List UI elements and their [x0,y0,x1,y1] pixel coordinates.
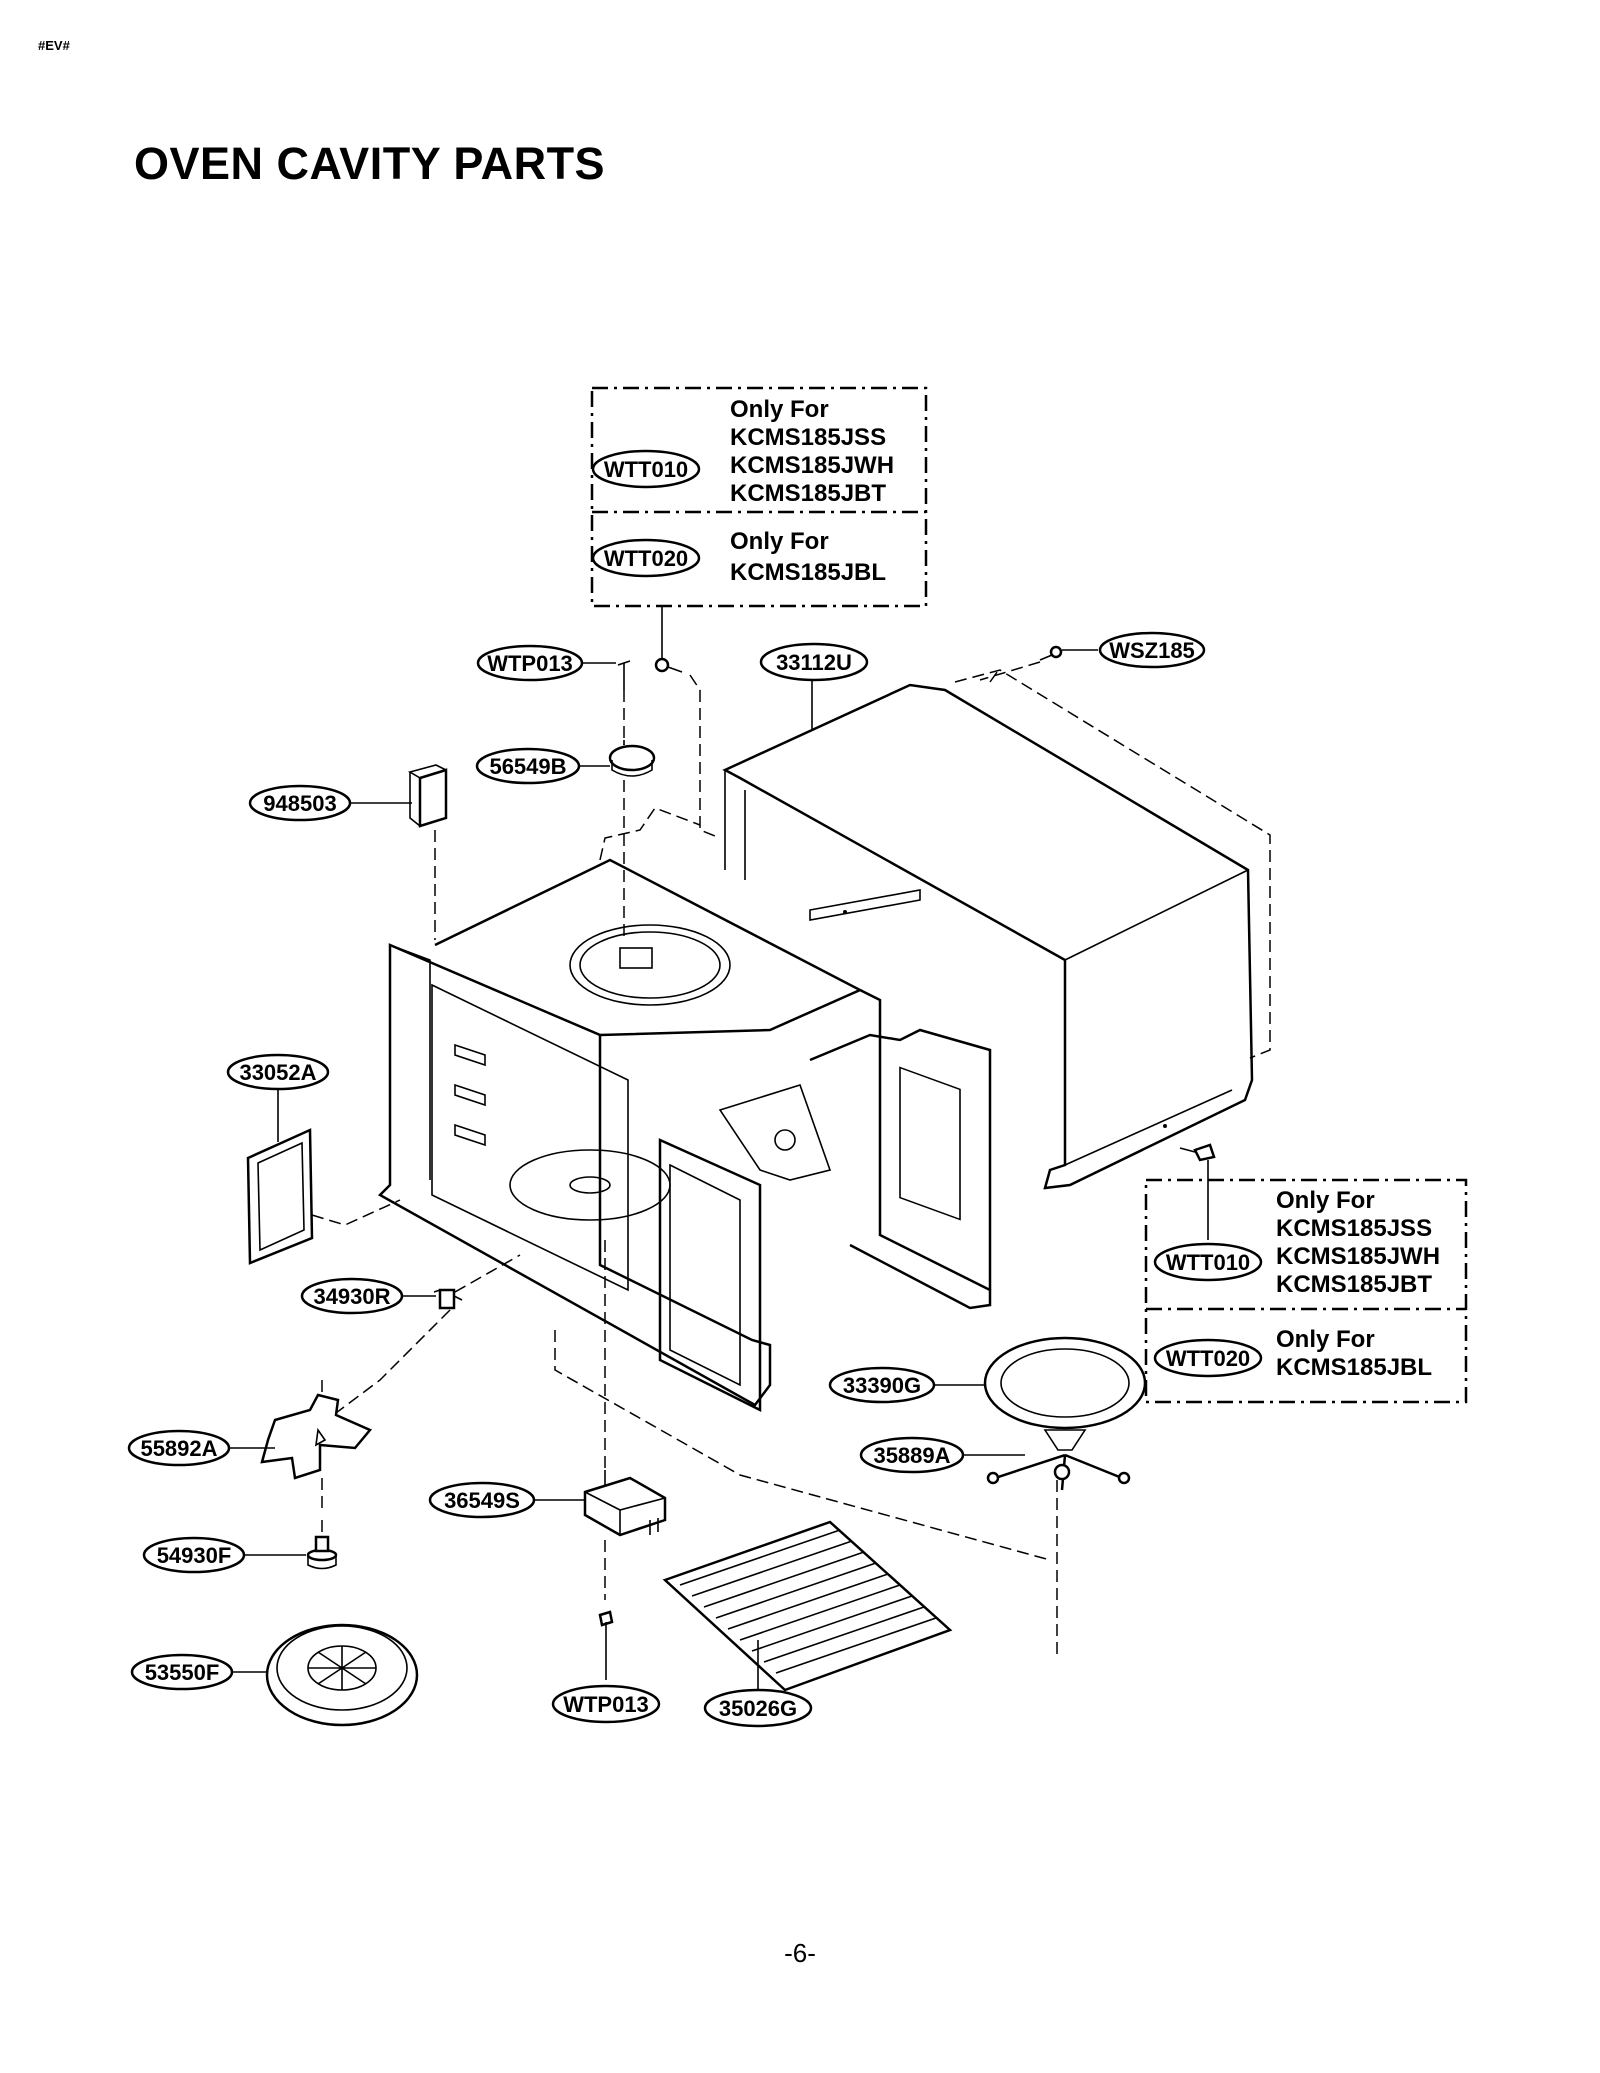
callout-label: WTP013 [563,1692,649,1717]
right-note-a-line4: KCMS185JBT [1276,1271,1432,1298]
callout-WTT010b: WTT010 [1153,1242,1263,1282]
outer-case-drawing [722,667,1271,1190]
callout-WSZ185: WSZ185 [1098,631,1206,669]
callout-54930F: 54930F [142,1536,246,1574]
right-note-box: Only For KCMS185JSS KCMS185JWH KCMS185JB… [1144,1178,1468,1404]
header-mark: #EV# [38,38,70,53]
callout-oval [428,1481,536,1519]
callout-label: 948503 [263,791,336,816]
callout-oval [591,449,701,489]
page-title: OVEN CAVITY PARTS [134,138,606,189]
part-53550F-drawing [230,1623,419,1727]
part-35026G-drawing [662,1520,953,1692]
callout-label: WTP013 [487,651,573,676]
callout-oval [551,1684,661,1724]
right-note-a-line1: Only For [1276,1187,1375,1214]
part-33390G-drawing [934,1336,1147,1430]
callout-label: 56549B [489,754,566,779]
part-36549S-drawing [532,1240,667,1600]
callout-56549B: 56549B [475,747,581,785]
callout-label: 33390G [843,1373,921,1398]
callout-oval [1098,631,1206,669]
callout-label: 33052A [239,1060,316,1085]
callout-label: 36549S [444,1488,520,1513]
callout-label: 33112U [776,650,852,675]
top-note-box: Only For KCMS185JSS KCMS185JWH KCMS185JB… [590,386,928,608]
callout-label: 35026G [719,1696,797,1721]
callout-oval [828,1366,936,1404]
right-note-a-line2: KCMS185JSS [1276,1215,1432,1242]
part-55892A-drawing [227,1380,373,1510]
part-WTT-top-screw-drawing [654,606,721,839]
top-note-b-line2: KCMS185JBL [730,559,886,586]
callout-WTP013: WTP013 [476,644,584,682]
callout-label: 53550F [145,1660,220,1685]
callout-label: 54930F [157,1543,232,1568]
callout-label: WTT010 [1166,1250,1250,1275]
callout-label: WTT020 [1166,1346,1250,1371]
part-WSZ185-drawing [979,645,1098,681]
part-33052A-drawing [246,1090,401,1265]
callout-36549S: 36549S [428,1481,536,1519]
right-note-a-line3: KCMS185JWH [1276,1243,1440,1270]
callout-oval [226,1053,330,1091]
callout-55892A: 55892A [127,1429,231,1467]
oven-cavity-drawing [377,807,1051,1561]
callout-label: 34930R [313,1284,390,1309]
callout-33052A: 33052A [226,1053,330,1091]
callout-label: 35889A [873,1443,950,1468]
part-948503-drawing [348,764,448,940]
right-note-b-line2: KCMS185JBL [1276,1354,1432,1381]
callout-34930R: 34930R [300,1277,404,1315]
callout-948503: 948503 [248,784,352,822]
top-note-a-line2: KCMS185JSS [730,424,886,451]
callout-oval [591,538,701,578]
callout-oval [859,1436,965,1474]
callout-oval [703,1688,813,1728]
callout-WTT010: WTT010 [591,449,701,489]
page-number: -6- [784,1938,816,1968]
callout-oval [476,644,584,682]
callout-label: WTT010 [604,457,688,482]
part-54930F-drawing [242,1520,338,1570]
callout-oval [248,784,352,822]
top-note-b-line1: Only For [730,528,829,555]
callout-label: WSZ185 [1109,638,1195,663]
part-WTP013-bottom-drawing [598,1610,614,1680]
callout-35026G: 35026G [703,1688,813,1728]
top-note-a-line3: KCMS185JWH [730,452,894,479]
part-35889A-drawing [953,1429,1131,1660]
top-note-a-line4: KCMS185JBT [730,480,886,507]
callout-oval [130,1653,234,1691]
callout-35889A: 35889A [859,1436,965,1474]
part-56549B-drawing [578,690,656,940]
top-note-a-line1: Only For [730,396,829,423]
callout-WTT020: WTT020 [591,538,701,578]
callout-WTT020b: WTT020 [1153,1338,1263,1378]
callout-53550F: 53550F [130,1653,234,1691]
callout-WTP013b: WTP013 [551,1684,661,1724]
callout-label: 55892A [140,1436,217,1461]
callout-33112U: 33112U [759,642,869,682]
callout-oval [475,747,581,785]
part-WTP013-top-drawing [582,660,631,690]
callout-oval [1153,1242,1263,1282]
part-WTT-right-screw-drawing [1179,1143,1216,1240]
callout-oval [142,1536,246,1574]
callout-label: WTT020 [604,546,688,571]
callout-33390G: 33390G [828,1366,936,1404]
right-note-b-line1: Only For [1276,1326,1375,1353]
callout-oval [1153,1338,1263,1378]
callout-oval [759,642,869,682]
callout-oval [127,1429,231,1467]
callout-oval [300,1277,404,1315]
